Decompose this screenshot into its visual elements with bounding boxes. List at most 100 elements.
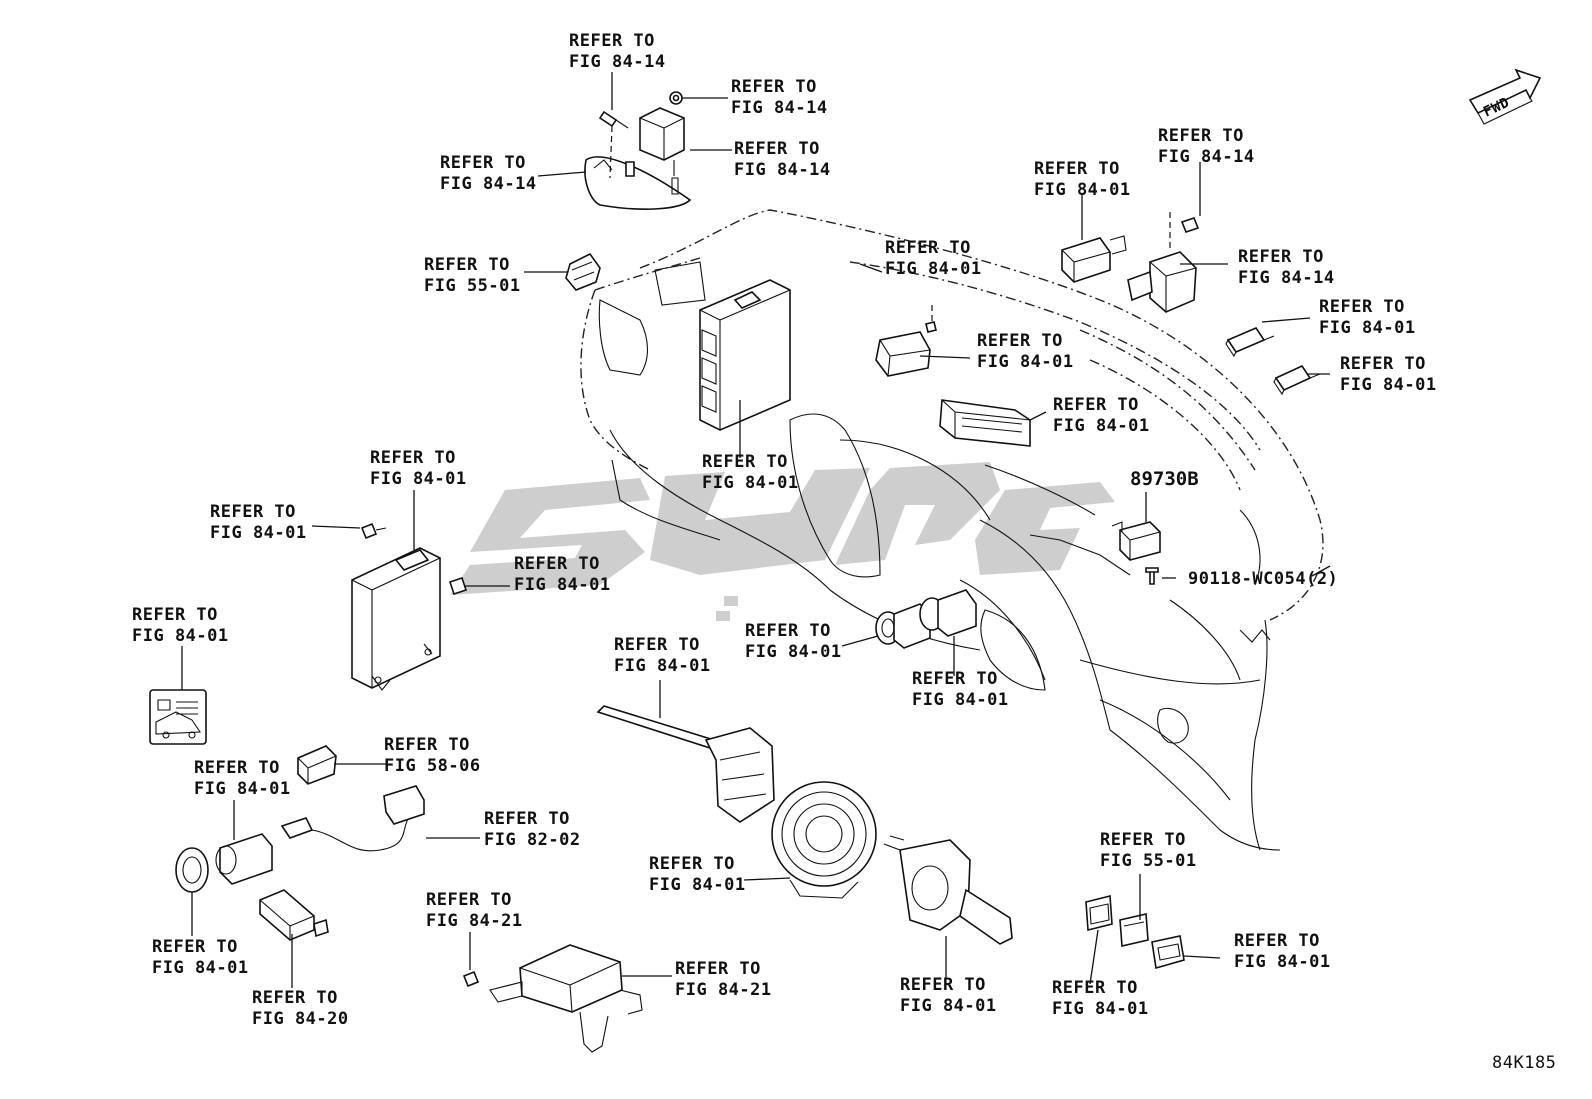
svg-text:REFER TO: REFER TO [731, 77, 817, 97]
grommet-part [565, 252, 601, 291]
svg-text:FIG 84-01: FIG 84-01 [514, 575, 611, 595]
svg-text:REFER TO: REFER TO [1052, 978, 1138, 998]
power-outlet-assembly [175, 745, 425, 893]
svg-text:FIG 84-21: FIG 84-21 [426, 911, 523, 931]
svg-text:REFER TO: REFER TO [370, 448, 456, 468]
svg-text:FIG 82-02: FIG 82-02 [484, 830, 581, 850]
svg-text:FIG 84-01: FIG 84-01 [210, 523, 307, 543]
svg-text:FIG 84-14: FIG 84-14 [1238, 268, 1335, 288]
svg-text:REFER TO: REFER TO [702, 452, 788, 472]
svg-text:REFER TO: REFER TO [649, 854, 735, 874]
svg-text:FIG 84-01: FIG 84-01 [702, 473, 799, 493]
switch-bottom-2 [1119, 913, 1149, 947]
svg-text:FIG 84-01: FIG 84-01 [1052, 999, 1149, 1019]
svg-text:FIG 84-01: FIG 84-01 [614, 656, 711, 676]
ecu-module-top [699, 279, 791, 431]
svg-text:REFER TO: REFER TO [424, 255, 510, 275]
svg-text:FIG 84-01: FIG 84-01 [370, 469, 467, 489]
combination-switch-left [596, 705, 775, 823]
svg-text:REFER TO: REFER TO [210, 502, 296, 522]
sensor-right-1 [1225, 327, 1275, 358]
svg-text:FIG 84-01: FIG 84-01 [1340, 375, 1437, 395]
fwd-arrow-icon: FWD [1468, 68, 1542, 125]
svg-text:FIG 84-01: FIG 84-01 [1053, 416, 1150, 436]
spiral-cable [771, 781, 877, 899]
svg-text:REFER TO: REFER TO [514, 554, 600, 574]
instrument-panel-body [580, 209, 1324, 851]
svg-text:REFER TO: REFER TO [977, 331, 1063, 351]
switch-bottom-3 [1151, 935, 1185, 970]
watermark-logo [450, 462, 1115, 621]
svg-text:REFER TO: REFER TO [1234, 931, 1320, 951]
svg-text:REFER TO: REFER TO [569, 31, 655, 51]
switch-panel [939, 399, 1031, 447]
airbag-sensor-module [462, 944, 643, 1053]
svg-text:FIG 84-01: FIG 84-01 [194, 779, 291, 799]
svg-text:FIG 84-01: FIG 84-01 [745, 642, 842, 662]
svg-text:FIG 84-01: FIG 84-01 [132, 626, 229, 646]
svg-text:REFER TO: REFER TO [440, 153, 526, 173]
svg-text:REFER TO: REFER TO [900, 975, 986, 995]
svg-text:FIG 84-14: FIG 84-14 [1158, 147, 1255, 167]
center-sensor [875, 305, 937, 377]
bracket-89730b [1111, 521, 1161, 561]
svg-text:FIG 84-01: FIG 84-01 [152, 958, 249, 978]
svg-text:REFER TO: REFER TO [1158, 126, 1244, 146]
svg-text:REFER TO: REFER TO [885, 238, 971, 258]
combination-switch-right [883, 835, 1013, 945]
svg-text:REFER TO: REFER TO [252, 988, 338, 1008]
pedal-switch [1061, 235, 1127, 283]
part-number-90118: 90118-WC054(2) [1188, 569, 1338, 589]
svg-text:FIG 84-21: FIG 84-21 [675, 980, 772, 1000]
sensor-right-2 [1273, 364, 1321, 396]
svg-text:FIG 84-14: FIG 84-14 [731, 98, 828, 118]
svg-text:REFER TO: REFER TO [1319, 297, 1405, 317]
svg-text:REFER TO: REFER TO [614, 635, 700, 655]
svg-text:FIG 84-01: FIG 84-01 [1319, 318, 1416, 338]
svg-text:REFER TO: REFER TO [1053, 395, 1139, 415]
switch-bottom-1 [1085, 894, 1113, 932]
caution-label-icon [149, 689, 207, 745]
svg-text:FIG 84-01: FIG 84-01 [1034, 180, 1131, 200]
part-number-89730b: 89730B [1130, 468, 1199, 490]
svg-text:REFER TO: REFER TO [1100, 830, 1186, 850]
svg-text:FIG 84-01: FIG 84-01 [885, 259, 982, 279]
svg-text:FIG 84-01: FIG 84-01 [977, 352, 1074, 372]
svg-text:REFER TO: REFER TO [1034, 159, 1120, 179]
svg-text:REFER TO: REFER TO [912, 669, 998, 689]
svg-text:FIG 84-20: FIG 84-20 [252, 1009, 349, 1029]
center-sockets [875, 589, 977, 649]
top-sensor-assembly [584, 91, 692, 210]
svg-text:FIG 84-14: FIG 84-14 [569, 52, 666, 72]
svg-text:FIG 84-14: FIG 84-14 [734, 160, 831, 180]
svg-text:REFER TO: REFER TO [675, 959, 761, 979]
svg-text:REFER TO: REFER TO [484, 809, 570, 829]
